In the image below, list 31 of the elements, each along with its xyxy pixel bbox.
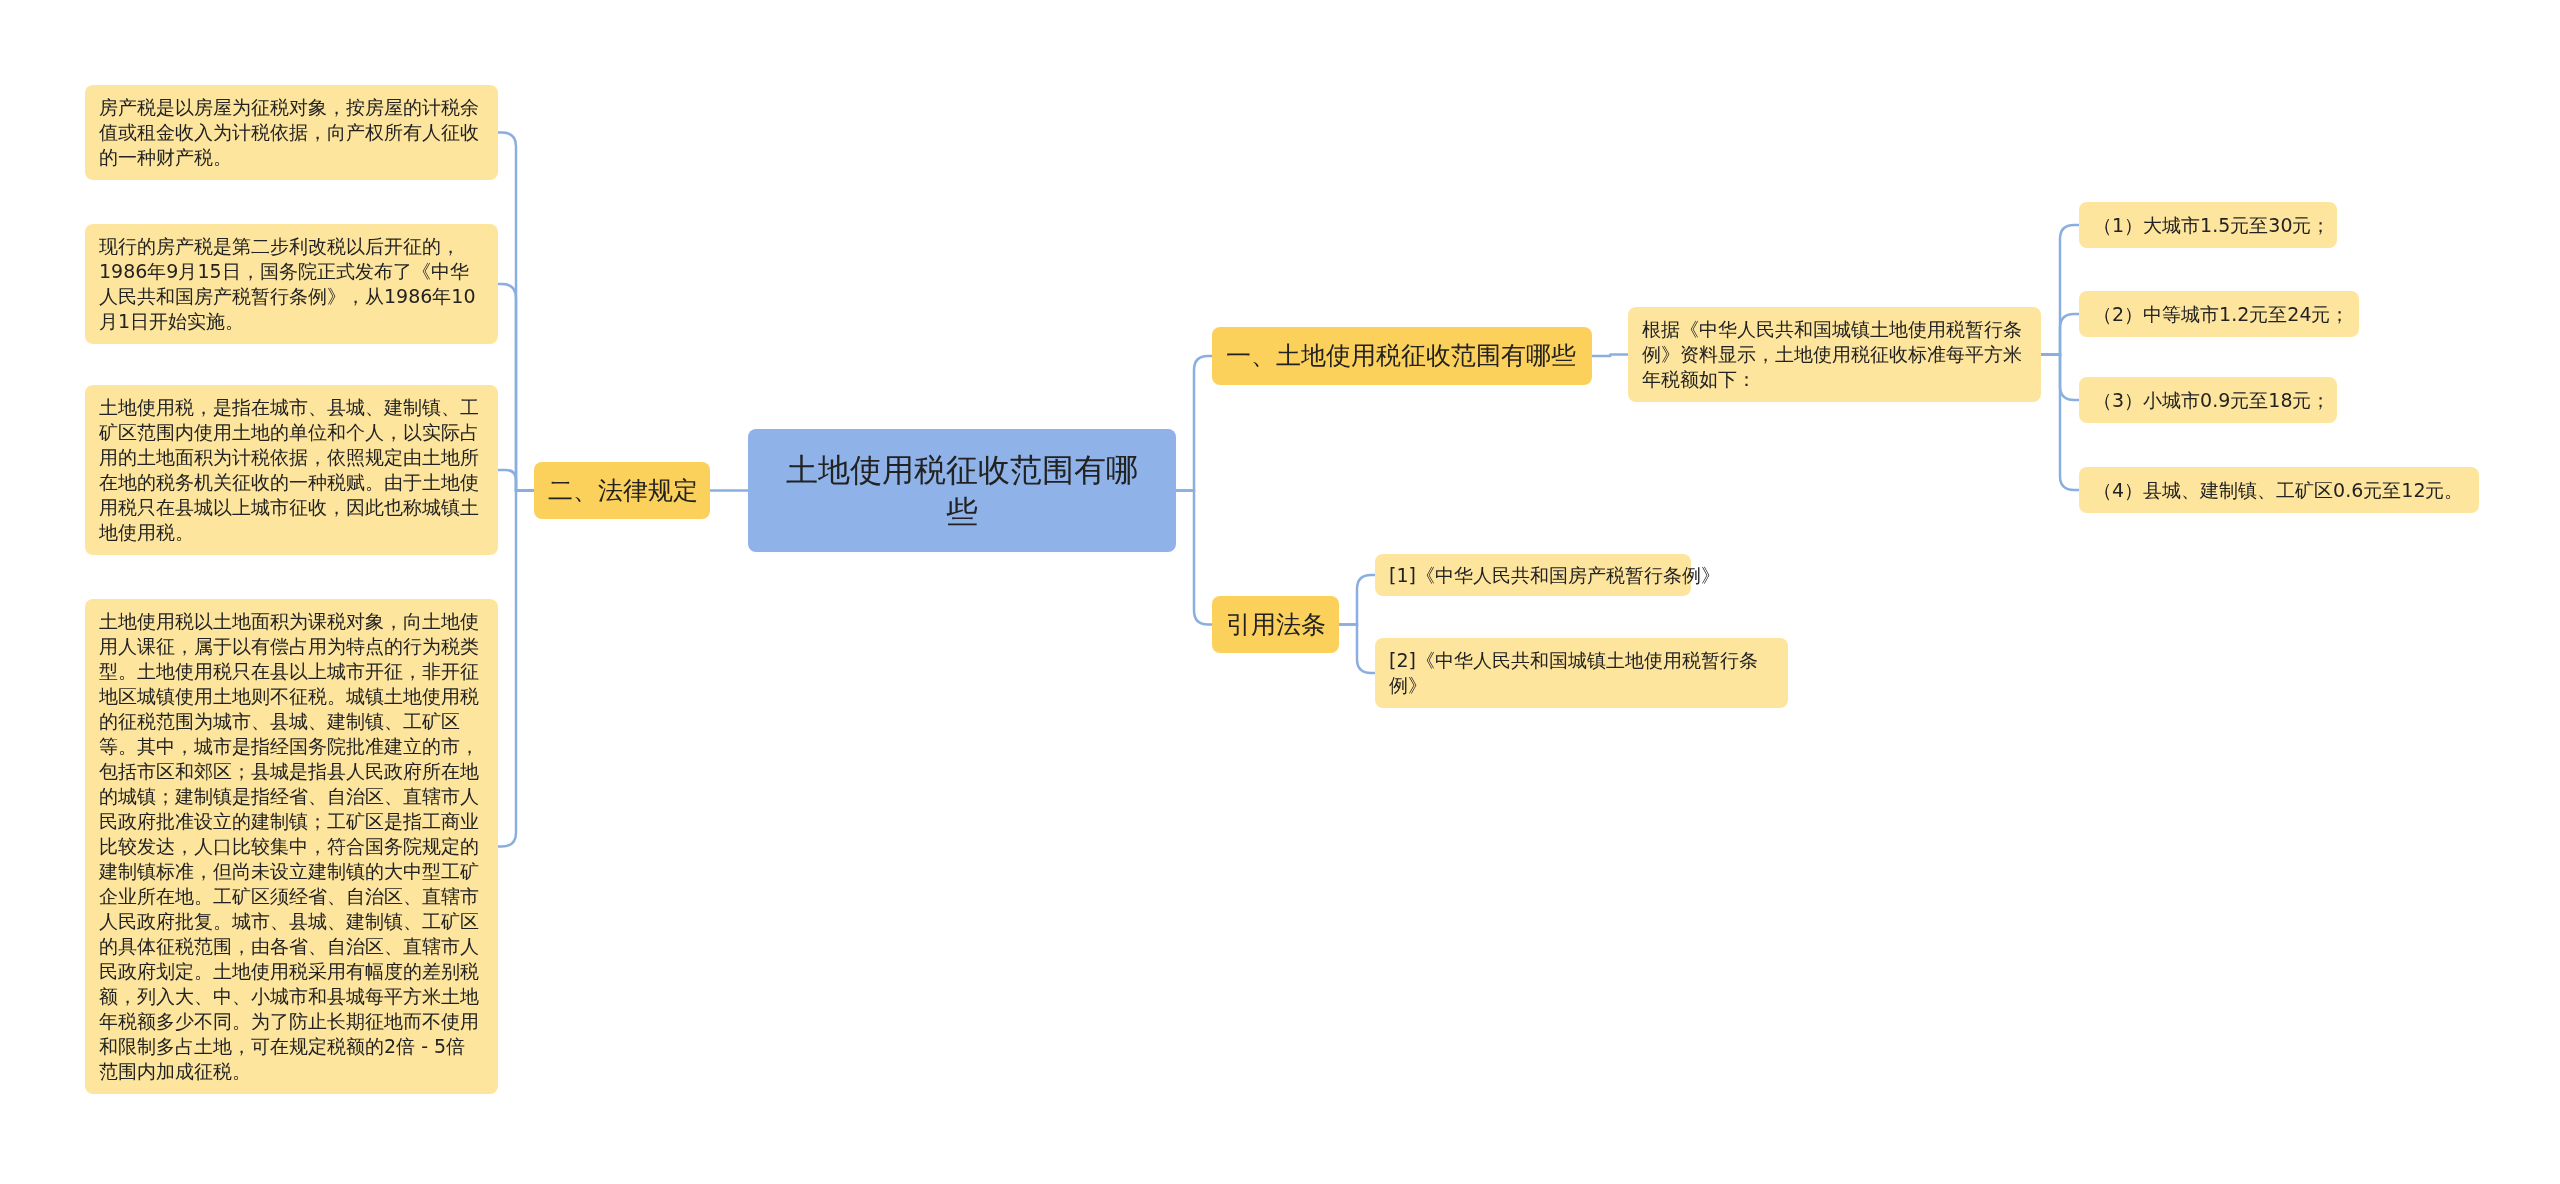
topic-text: 土地使用税征收范围有哪些 — [785, 449, 1139, 533]
topic-text: （1）大城市1.5元至30元； — [2093, 212, 2331, 238]
branch-topic-box — [1212, 596, 1339, 653]
connector-line — [1592, 353, 1628, 358]
topic-text: 土地使用税，是指在城市、县城、建制镇、工矿区范围内使用土地的单位和个人，以实际占用的土地面积为计税依据，依照规定由土地所在地的税务机关征收的一种税赋。由于土地使用税只在县城以上城市征收，因此也称城镇土地使用税。 — [99, 395, 480, 545]
topic-text: （3）小城市0.9元至18元； — [2093, 387, 2331, 413]
topic-text: 一、土地使用税征收范围有哪些 — [1226, 340, 1576, 372]
subtopic-box — [2079, 202, 2337, 248]
subtopic-box — [85, 224, 498, 344]
subtopic-box — [1628, 307, 2041, 402]
topic-text: 二、法律规定 — [548, 474, 698, 507]
topic-text: （4）县城、建制镇、工矿区0.6元至12元。 — [2093, 477, 2464, 503]
subtopic-box — [85, 85, 498, 180]
subtopic-box — [2079, 377, 2337, 423]
topic-text: [1]《中华人民共和国房产税暂行条例》 — [1389, 562, 1720, 588]
root-topic-box — [748, 429, 1176, 552]
topic-text: 土地使用税以土地面积为课税对象，向土地使用人课征，属于以有偿占用为特点的行为税类型。土地使用税只在县以上城市开征，非开征地区城镇使用土地则不征税。城镇土地使用税的征税范围为城市、县城、建制镇、工矿区等。其中，城市是指经国务院批准建立的市，包括市区和郊区；县城是指县人民政府所在地的城镇；建制镇是指经省、自治区、直辖市人民政府批准设立的建制镇；工矿区是指工商业比较发达，人口比较集中，符合国务院规定的建制镇标准，但尚未设立建制镇的大中型工矿企业所在地。工矿区须经省、自治区、直辖市人民政府批复。城市、县城、建制镇、工矿区的具体征税范围，由各省、自治区、直辖市人民政府划定。土地使用税采用有幅度的差别税额，列入大、中、小城市和县城每平方米土地年税额多少不同。为了防止长期征地而不使用和限制多占土地，可在规定税额的2倍 - 5倍范围内加成征税。 — [99, 609, 480, 1084]
connector-line — [710, 489, 748, 492]
subtopic-box — [85, 385, 498, 555]
branch-topic-box — [1212, 327, 1592, 385]
topic-text: （2）中等城市1.2元至24元； — [2093, 301, 2350, 327]
subtopic-box — [2079, 291, 2359, 337]
topic-text: 根据《中华人民共和国城镇土地使用税暂行条例》资料显示，土地使用税征收标准每平方米年税额如下： — [1642, 317, 2023, 392]
subtopic-box — [1375, 638, 1788, 708]
connector-line — [1339, 623, 1375, 675]
topic-text: 房产税是以房屋为征税对象，按房屋的计税余值或租金收入为计税依据，向产权所有人征收的一种财产税。 — [99, 95, 480, 170]
topic-text: [2]《中华人民共和国城镇土地使用税暂行条例》 — [1389, 648, 1759, 698]
topic-text: 引用法条 — [1226, 608, 1326, 641]
topic-text: 现行的房产税是第二步利改税以后开征的，1986年9月15日，国务院正式发布了《中华人民共和国房产税暂行条例》，从1986年10月1日开始实施。 — [99, 234, 477, 334]
subtopic-box — [2079, 467, 2479, 513]
branch-topic-box — [534, 462, 710, 519]
